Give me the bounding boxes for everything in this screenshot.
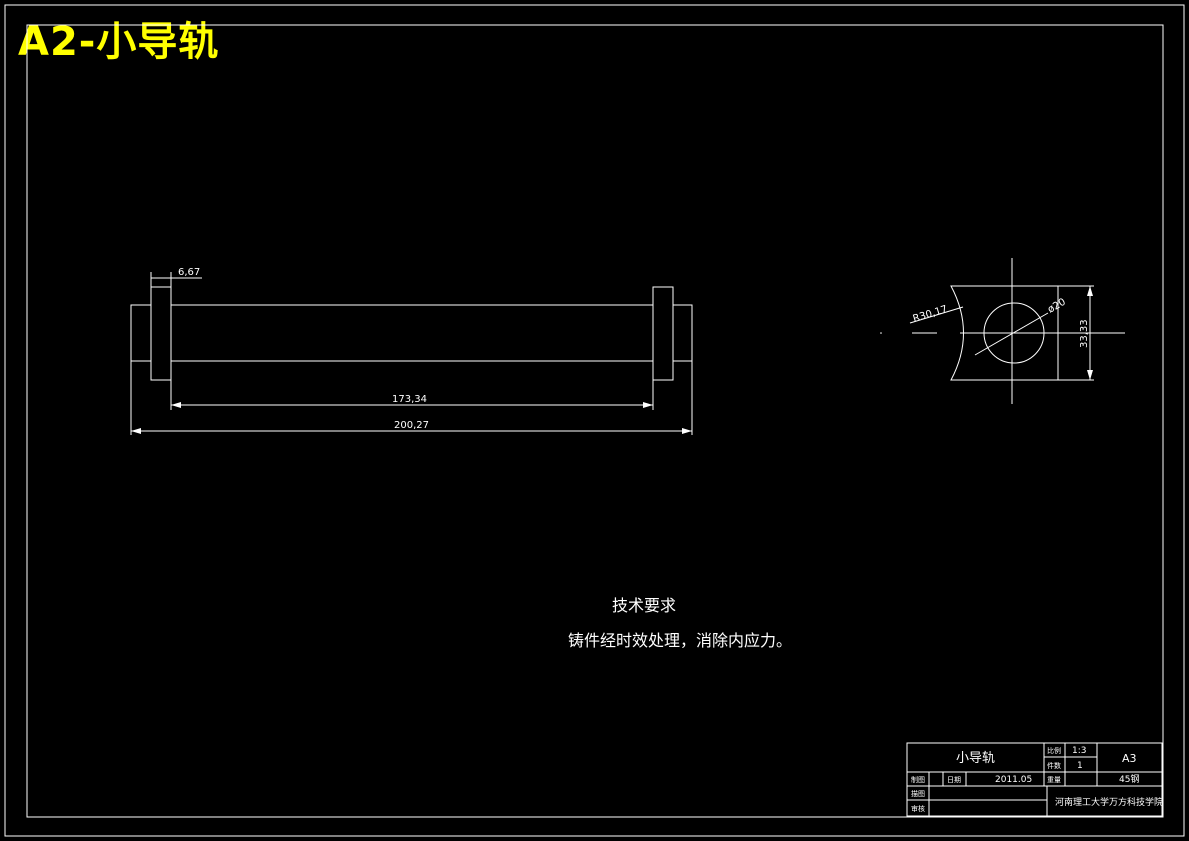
right-end-stub	[672, 304, 693, 362]
material: 45钢	[1119, 773, 1139, 785]
title-block: 小导轨 比例 1:3 件数 1 A3 制图 日期 2011.05 重量 45钢 …	[906, 742, 1163, 817]
radius-leader	[909, 306, 964, 324]
school-name: 河南理工大学万方科技学院	[1055, 796, 1163, 808]
inner-frame	[26, 24, 1164, 818]
scale-value: 1:3	[1072, 746, 1086, 756]
sheet-size: A3	[1122, 752, 1137, 765]
block-profile	[950, 285, 1059, 381]
right-flange	[652, 286, 674, 381]
diameter-dim: ø20	[1046, 297, 1068, 316]
tech-requirements-note: 铸件经时效处理，消除内应力。	[568, 631, 792, 650]
left-flange	[150, 286, 172, 381]
check-label: 审核	[911, 804, 925, 813]
outer-border	[4, 4, 1185, 837]
side-view: ø20 R30,17 33,33	[880, 258, 1125, 404]
date-value: 2011.05	[995, 775, 1032, 785]
part-name: 小导轨	[956, 751, 995, 766]
radius-dim: R30,17	[912, 304, 949, 325]
tech-requirements-heading: 技术要求	[612, 596, 676, 615]
date-label: 日期	[947, 776, 961, 784]
qty-label: 件数	[1047, 761, 1061, 770]
inner-length-dim: 173,34	[392, 394, 427, 405]
qty-value: 1	[1077, 761, 1083, 771]
drawing-title-overlay: A2-小导轨	[18, 19, 220, 65]
design-label: 描图	[911, 789, 925, 798]
left-end-stub	[130, 304, 152, 362]
drawn-label: 制图	[911, 775, 925, 784]
front-view: 6,67 173,34 200,27	[130, 267, 693, 435]
flange-width-dim: 6,67	[178, 267, 200, 278]
diameter-leader	[974, 312, 1049, 356]
bore-circle	[983, 302, 1045, 364]
scale-label: 比例	[1047, 746, 1061, 755]
weight-label: 重量	[1047, 776, 1061, 784]
overall-length-dim: 200,27	[394, 420, 429, 431]
rail-body	[170, 304, 654, 362]
height-dim: 33,33	[1079, 319, 1090, 348]
